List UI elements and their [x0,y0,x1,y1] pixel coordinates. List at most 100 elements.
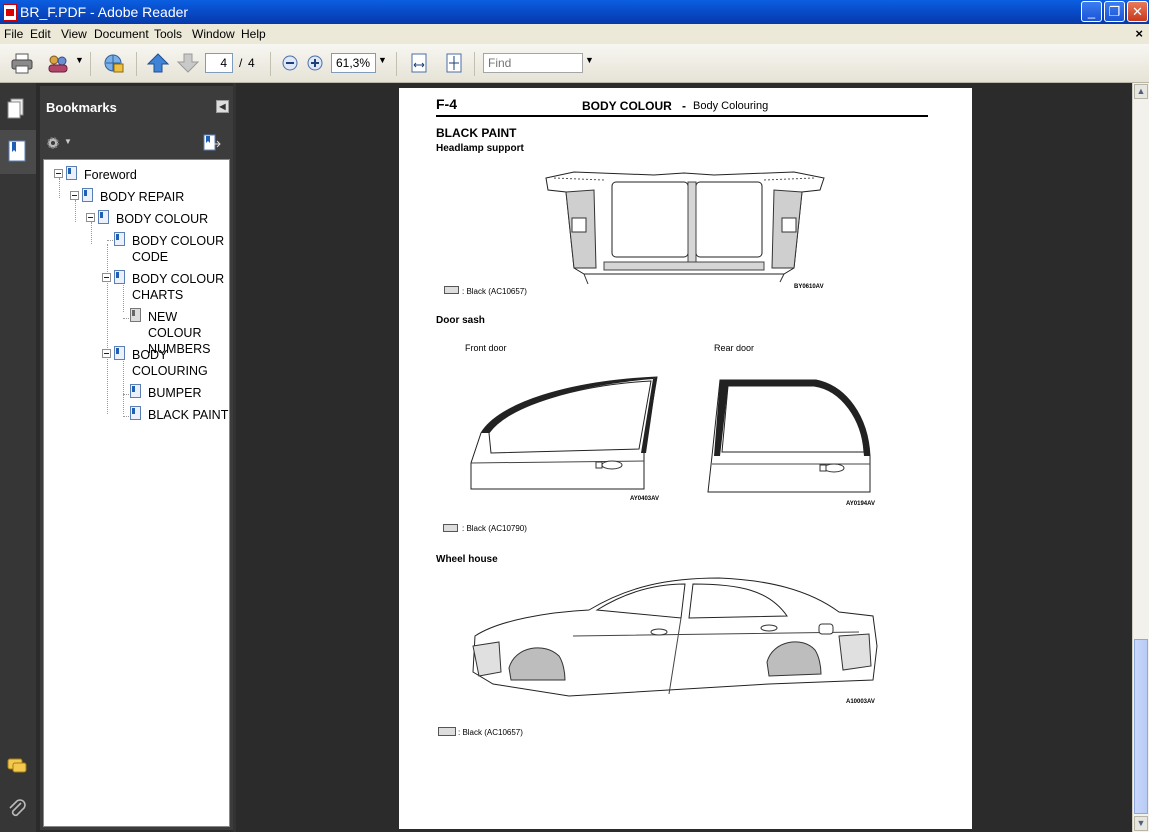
tree-connector [123,282,124,312]
collaborate-icon[interactable] [46,52,70,74]
page-number-input[interactable]: 4 [205,53,233,73]
vertical-scrollbar[interactable]: ▲ ▼ [1132,83,1149,832]
print-icon[interactable] [10,52,34,74]
bookmark-icon [66,166,77,180]
title-bar: BR_F.PDF - Adobe Reader _ ❐ ✕ [0,0,1149,24]
collapse-toggle[interactable] [70,191,79,200]
menu-window[interactable]: Window [192,27,235,41]
toolbar: ▼ 4 / 4 61,3% ▼ ▼ [0,44,1149,83]
previous-page-icon[interactable] [146,52,170,74]
bookmark-label-line: BODY COLOUR [132,234,225,248]
restore-button[interactable]: ❐ [1104,1,1125,22]
page-number-label: F-4 [436,96,457,112]
tree-connector [75,200,76,222]
attachments-icon[interactable] [6,797,28,821]
header-dash: - [682,99,686,113]
bookmark-icon [130,308,141,322]
bookmark-body-colour-code[interactable]: BODY COLOUR CODE [132,233,224,265]
navigation-rail [0,83,36,832]
close-window-button[interactable]: ✕ [1127,1,1148,22]
scroll-up-arrow-icon[interactable]: ▲ [1134,84,1148,99]
bookmark-body-colour-charts[interactable]: BODY COLOUR CHARTS [132,271,224,303]
menu-help[interactable]: Help [241,27,266,41]
bookmark-label-line: BODY COLOUR [132,272,225,286]
front-door-drawing [470,376,658,490]
toolbar-separator [396,52,397,76]
scrollbar-thumb[interactable] [1134,639,1148,814]
section-title: BLACK PAINT [436,126,517,140]
tree-connector [59,178,60,198]
menu-edit[interactable]: Edit [30,27,51,41]
close-document-button[interactable]: × [1135,26,1143,41]
front-door-figure-code: AY0403AV [630,496,660,502]
wheel-house-legend: : Black (AC10657) [458,728,523,737]
collapse-toggle[interactable] [86,213,95,222]
bookmarks-header: Bookmarks ◀ [40,86,233,128]
secure-globe-icon[interactable] [101,52,125,74]
bookmark-icon [130,384,141,398]
headlamp-legend: : Black (AC10657) [462,287,527,296]
scroll-down-arrow-icon[interactable]: ▼ [1134,816,1148,831]
bookmark-label-line: BODY [132,348,168,362]
headlamp-caption: Headlamp support [436,143,524,154]
pdf-app-icon [3,4,17,21]
bookmark-new-colour-numbers[interactable]: NEW COLOUR NUMBERS [148,309,229,357]
options-dropdown-icon[interactable]: ▼ [64,137,72,146]
minimize-button[interactable]: _ [1081,1,1102,22]
menu-file[interactable]: File [4,27,24,41]
zoom-level-input[interactable]: 61,3% [331,53,376,73]
zoom-out-icon[interactable] [280,52,300,74]
menu-tools[interactable]: Tools [154,27,183,41]
toolbar-separator [270,52,271,76]
zoom-in-icon[interactable] [305,52,325,74]
tree-connector [107,244,108,414]
bookmark-label-line: COLOURING [132,364,208,378]
bookmark-foreword[interactable]: Foreword [84,168,137,182]
bookmarks-title: Bookmarks [46,100,117,115]
collapse-toggle[interactable] [54,169,63,178]
next-page-icon[interactable] [176,52,200,74]
bookmark-body-colour[interactable]: BODY COLOUR [116,212,209,226]
find-dropdown-icon[interactable]: ▼ [585,55,594,65]
bookmark-bumper[interactable]: BUMPER [148,386,202,400]
collaborate-dropdown-icon[interactable]: ▼ [75,55,84,65]
toolbar-separator [90,52,91,76]
collapse-panel-button[interactable]: ◀ [216,100,229,113]
bookmarks-toolbar: ▼ [40,129,233,157]
fit-page-icon[interactable] [442,52,466,74]
fit-width-icon[interactable] [407,52,431,74]
tree-connector [123,394,131,395]
panel-splitter[interactable] [233,83,236,832]
options-gear-icon[interactable] [45,135,61,151]
bookmark-label-line: CHARTS [132,288,184,302]
menu-document[interactable]: Document [94,27,149,41]
wheel-house-car-drawing [472,577,878,697]
bookmarks-panel: Bookmarks ◀ ▼ Foreword BODY REP [40,86,233,830]
legend-swatch-black [444,286,459,294]
menu-view[interactable]: View [61,27,87,41]
expand-bookmark-icon[interactable] [202,134,222,152]
wheel-house-caption: Wheel house [436,554,498,565]
collapse-toggle[interactable] [102,349,111,358]
legend-swatch-black [443,524,458,532]
bookmark-black-paint[interactable]: BLACK PAINT [148,408,229,422]
door-sash-legend: : Black (AC10790) [462,524,527,533]
tree-connector [107,240,117,241]
headlamp-figure-code: BY0610AV [794,284,824,290]
bookmark-label-line: NEW COLOUR [148,310,202,340]
bookmark-icon [98,210,109,224]
zoom-dropdown-icon[interactable]: ▼ [378,55,387,65]
bookmark-label-line: CODE [132,250,169,264]
page-separator: / [239,56,243,70]
pages-icon[interactable] [6,97,28,121]
page-total: 4 [248,56,255,70]
find-input[interactable] [483,53,583,73]
door-sash-caption: Door sash [436,315,485,326]
headlamp-support-drawing [545,171,825,285]
comments-icon[interactable] [6,755,28,779]
bookmark-body-repair[interactable]: BODY REPAIR [100,190,185,204]
collapse-toggle[interactable] [102,273,111,282]
bookmarks-tab[interactable] [0,130,36,174]
header-subtitle: Body Colouring [693,100,769,112]
bookmark-body-colouring[interactable]: BODY COLOURING [132,347,208,379]
